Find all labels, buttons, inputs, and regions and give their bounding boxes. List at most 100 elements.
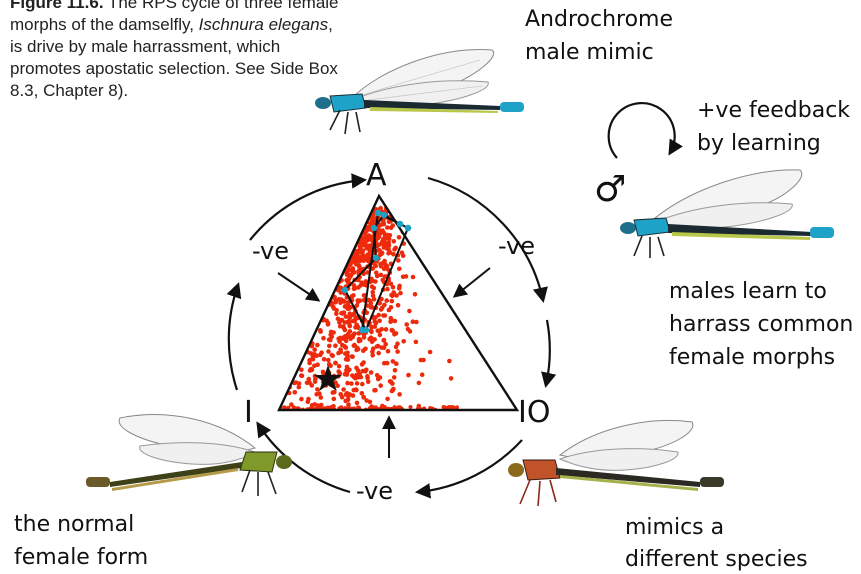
- scatter-point: [284, 371, 289, 376]
- scatter-point: [308, 331, 313, 336]
- scatter-point: [442, 405, 446, 409]
- feedback-label-line2: by learning: [697, 130, 821, 157]
- scatter-point: [374, 270, 379, 275]
- males-learn-line2: harrass common: [669, 311, 853, 338]
- scatter-point: [342, 310, 347, 315]
- scatter-point: [386, 349, 391, 354]
- scatter-point: [356, 229, 361, 234]
- scatter-point: [358, 224, 363, 229]
- scatter-point: [358, 225, 363, 230]
- scatter-point: [316, 291, 321, 296]
- scatter-point: [378, 262, 383, 267]
- scatter-point: [326, 358, 331, 363]
- scatter-point: [301, 339, 306, 344]
- scatter-point: [347, 223, 352, 228]
- scatter-point: [319, 350, 324, 355]
- scatter-point: [381, 405, 385, 409]
- scatter-point: [352, 319, 357, 324]
- scatter-point: [313, 277, 318, 282]
- scatter-point: [313, 286, 318, 291]
- scatter-point: [341, 255, 346, 260]
- scatter-point: [326, 349, 331, 354]
- scatter-point: [361, 248, 366, 253]
- scatter-point: [335, 270, 340, 275]
- scatter-point: [379, 223, 384, 228]
- scatter-point: [319, 279, 324, 284]
- scatter-point: [283, 359, 288, 364]
- scatter-point: [290, 360, 295, 365]
- scatter-point: [333, 271, 338, 276]
- scatter-point: [348, 226, 353, 231]
- scatter-point: [361, 395, 366, 400]
- scatter-point: [299, 397, 304, 402]
- mimic-damselfly-icon: [508, 420, 724, 506]
- scatter-point: [304, 318, 309, 323]
- scatter-point: [421, 358, 426, 363]
- scatter-point: [337, 320, 342, 325]
- scatter-point: [320, 254, 325, 259]
- scatter-point: [382, 361, 387, 366]
- scatter-point: [365, 376, 370, 381]
- trajectory-point: [363, 327, 369, 333]
- scatter-point: [367, 252, 372, 257]
- scatter-point: [315, 317, 320, 322]
- scatter-point: [413, 292, 418, 297]
- scatter-point: [345, 241, 350, 246]
- scatter-point: [411, 275, 416, 280]
- mimic-label-line1: mimics a: [625, 514, 724, 541]
- trajectory-point: [405, 225, 411, 231]
- scatter-point: [326, 243, 331, 248]
- scatter-point: [391, 223, 396, 228]
- scatter-point: [321, 336, 326, 341]
- scatter-point: [371, 346, 376, 351]
- scatter-point: [310, 368, 315, 373]
- scatter-point: [372, 388, 377, 393]
- scatter-point: [333, 361, 338, 366]
- scatter-point: [368, 400, 373, 405]
- scatter-point: [312, 320, 317, 325]
- scatter-point: [349, 268, 354, 273]
- scatter-point: [392, 239, 397, 244]
- scatter-point: [357, 248, 362, 253]
- scatter-point: [339, 261, 344, 266]
- scatter-point: [333, 269, 338, 274]
- vertex-label-a: A: [366, 160, 387, 192]
- scatter-point: [332, 306, 337, 311]
- scatter-point: [371, 294, 376, 299]
- scatter-point: [313, 377, 318, 382]
- scatter-point: [344, 345, 349, 350]
- scatter-point: [339, 405, 343, 409]
- scatter-point: [373, 264, 378, 269]
- male-symbol-icon: ♂: [594, 170, 626, 210]
- scatter-point: [359, 219, 364, 224]
- scatter-point: [363, 209, 368, 214]
- scatter-point: [367, 337, 372, 342]
- feedback-loop-icon: [609, 103, 675, 158]
- scatter-point: [358, 259, 363, 264]
- trajectory-point: [371, 225, 377, 231]
- scatter-point: [302, 334, 307, 339]
- scatter-point: [339, 250, 344, 255]
- scatter-point: [324, 276, 329, 281]
- scatter-point: [388, 379, 393, 384]
- scatter-point: [337, 364, 342, 369]
- scatter-point: [286, 374, 291, 379]
- scatter-point: [404, 274, 409, 279]
- scatter-point: [333, 233, 338, 238]
- scatter-point: [326, 267, 331, 272]
- scatter-point: [390, 389, 395, 394]
- scatter-point: [391, 252, 396, 257]
- scatter-point: [301, 300, 306, 305]
- scatter-point: [358, 338, 363, 343]
- scatter-point: [348, 240, 353, 245]
- scatter-point: [381, 313, 386, 318]
- scatter-point: [349, 240, 354, 245]
- scatter-point: [339, 266, 344, 271]
- scatter-point: [360, 219, 365, 224]
- scatter-point: [315, 343, 320, 348]
- scatter-point: [390, 299, 395, 304]
- scatter-point: [397, 405, 401, 409]
- scatter-point: [420, 372, 425, 377]
- scatter-point: [406, 373, 411, 378]
- scatter-point: [347, 320, 352, 325]
